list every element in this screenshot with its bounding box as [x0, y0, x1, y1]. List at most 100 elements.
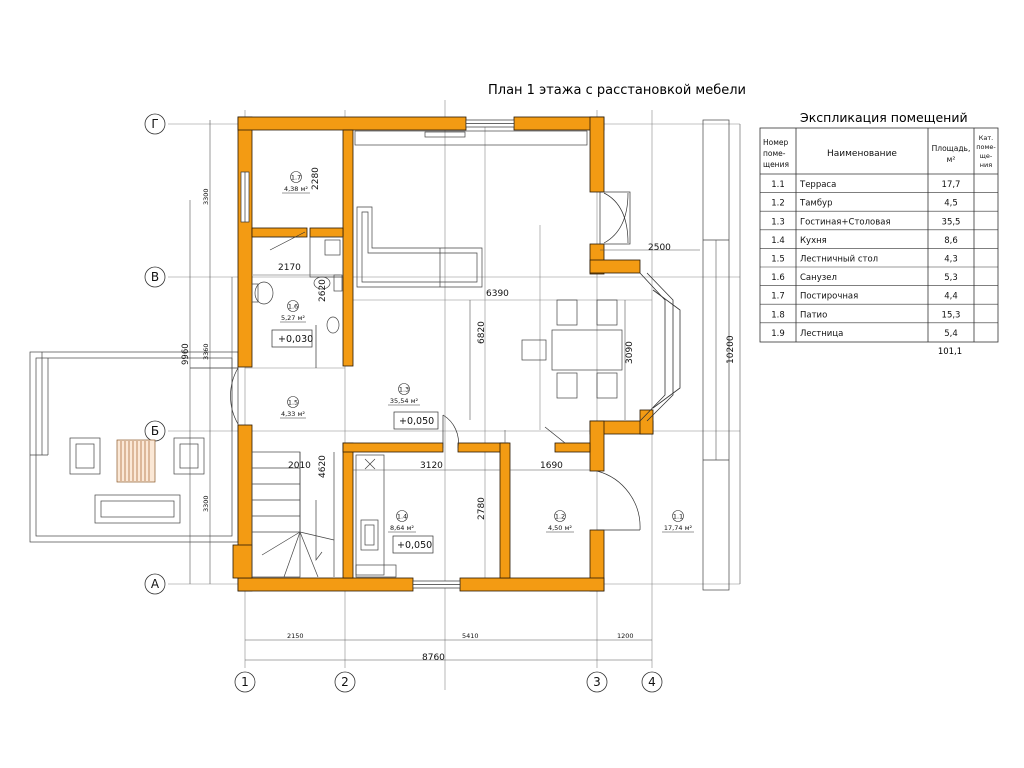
table-cell-area: 4,4: [944, 292, 958, 302]
tv-unit: [424, 131, 466, 138]
header-cat-3: ще-: [980, 152, 993, 160]
table-cell-num: 1.9: [771, 329, 785, 339]
room-area-1-3: 35,54 м²: [390, 397, 419, 405]
header-cat-1: Кат.: [979, 134, 993, 142]
bay-window-outer: [646, 272, 674, 422]
explication-headers: Номер поме- щения Наименование Площадь, …: [763, 134, 996, 169]
table-cell-name: Лестничный стол: [800, 255, 878, 265]
stair-arrow: [315, 500, 323, 562]
dim-1200: 1200: [617, 632, 634, 640]
kitchen-counter: [355, 454, 385, 576]
header-area-1: Площадь,: [932, 144, 971, 153]
table-cell-num: 1.6: [771, 273, 785, 283]
level-living: +0,050: [399, 416, 434, 427]
axis-bubble-4: [641, 671, 663, 693]
wall-interior-upper: [342, 129, 354, 367]
axis-grid: [168, 100, 740, 690]
door-swing-left: [230, 367, 239, 425]
dimension-labels: 2280 2170 2620 6390 2500 6820 3090 10200…: [278, 167, 736, 663]
level-bath: +0,030: [278, 334, 313, 345]
room-tag-circles: [287, 171, 684, 522]
wall-top-left: [237, 116, 467, 131]
door-vestibule-leaf: [544, 426, 566, 444]
axis-label-3: 3: [593, 675, 601, 689]
sofa: [356, 206, 483, 288]
wall-stair-end: [232, 544, 253, 579]
axis-markers: [144, 113, 663, 693]
axis-bubble-g: [144, 113, 166, 135]
doors: [190, 191, 641, 531]
table-cell-area: 8,6: [944, 236, 958, 246]
room-num-1-1: 1.1: [673, 513, 683, 521]
room-area-1-2: 4,50 м²: [548, 524, 572, 532]
level-kitchen: +0,050: [397, 540, 432, 551]
dim-1690: 1690: [540, 461, 563, 471]
wall-laundry-bottom-2: [309, 227, 344, 238]
bay-window-inner: [639, 272, 666, 422]
door-swing: [603, 192, 629, 244]
table-cell-area: 4,3: [944, 255, 958, 265]
dim-3120: 3120: [420, 461, 443, 471]
dim-6390: 6390: [486, 289, 509, 299]
toilet: [313, 276, 331, 290]
table-cell-num: 1.2: [771, 199, 785, 209]
axis-label-1: 1: [241, 675, 249, 689]
dim-10200: 10200: [726, 335, 736, 364]
table-cell-num: 1.8: [771, 310, 785, 320]
axis-label-2: 2: [341, 675, 349, 689]
patio: [29, 351, 239, 543]
header-cat-2: поме-: [976, 143, 996, 151]
chair: [521, 339, 547, 361]
table-cell-area: 17,7: [942, 180, 961, 190]
dim-2170: 2170: [278, 263, 301, 273]
armchair: [69, 437, 101, 475]
dim-3090: 3090: [625, 341, 635, 364]
room-area-1-5: 4,33 м²: [281, 410, 305, 418]
wall-right-top: [589, 116, 605, 193]
kitchen-sink: [360, 519, 379, 551]
wall-kitchen-left: [342, 442, 354, 579]
dim-5410: 5410: [462, 632, 479, 640]
armchair-seat: [179, 443, 199, 469]
sink: [254, 281, 274, 305]
dim-2010: 2010: [288, 461, 311, 471]
table-cell-name: Постирочная: [800, 292, 858, 302]
table-cell-name: Терраса: [799, 180, 836, 190]
table-cell-area: 4,5: [944, 199, 958, 209]
wall-bay-top: [589, 259, 641, 274]
dining-table: [551, 329, 623, 371]
sofa-cushion: [361, 211, 478, 283]
kitchen-sink-bowl: [364, 524, 375, 546]
chair: [596, 372, 618, 399]
patio-table-slats: [120, 441, 150, 481]
dim-3300-bottom: 3300: [202, 495, 210, 512]
axis-bubble-1: [234, 671, 256, 693]
dim-9960: 9960: [181, 343, 191, 365]
table-cell-num: 1.5: [771, 255, 785, 265]
wall-cabinet: [354, 130, 588, 146]
wall-left-upper: [237, 116, 253, 368]
header-num-3: щения: [763, 160, 789, 169]
dim-3300-top: 3300: [202, 188, 210, 205]
armchair: [173, 437, 205, 475]
wall-right-lower: [589, 420, 605, 472]
header-name: Наименование: [827, 149, 897, 159]
door-swing: [603, 192, 629, 244]
axis-label-v: В: [151, 270, 159, 284]
room-area-1-1: 17,74 м²: [664, 524, 693, 532]
dim-4620: 4620: [318, 455, 328, 478]
bay-window-sill: [652, 289, 681, 409]
wall-bottom-right: [459, 577, 605, 592]
header-cat-4: ния: [980, 161, 992, 169]
room-tags: 1.7 4,38 м² 1.6 5,27 м² 1.5 4,33 м² 1.3 …: [281, 174, 693, 533]
room-area-1-6: 5,27 м²: [281, 314, 305, 322]
patio-inner-outline: [35, 357, 233, 537]
dim-2500: 2500: [648, 243, 671, 253]
room-tag-underlines: [280, 192, 694, 533]
level-marks: +0,030 +0,050 +0,050: [278, 334, 434, 551]
table-cell-num: 1.3: [771, 217, 785, 227]
shower-tray: [309, 236, 344, 278]
dim-6820: 6820: [477, 321, 487, 344]
